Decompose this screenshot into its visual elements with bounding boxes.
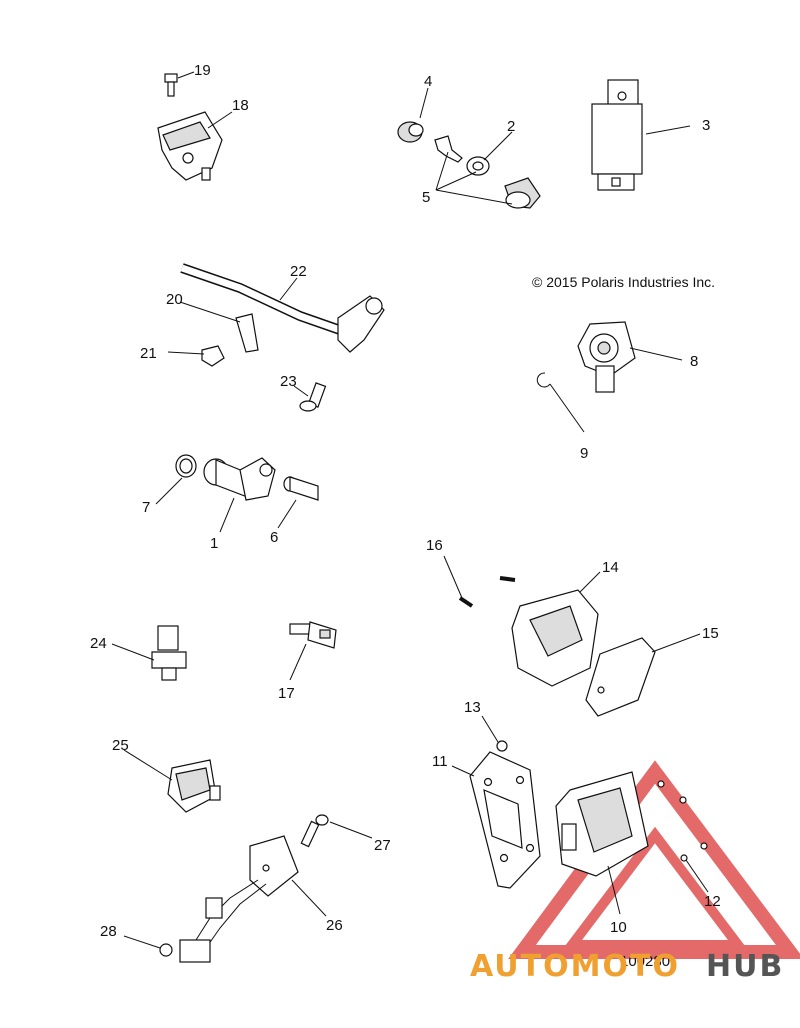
- part-1-cam-sensor: [203, 457, 276, 501]
- callout-28: 28: [100, 923, 117, 940]
- callout-24: 24: [90, 635, 107, 652]
- callout-9: 9: [580, 445, 588, 462]
- part-16-bolts: [458, 576, 516, 608]
- part-5-terminal: [434, 135, 463, 163]
- callout-18: 18: [232, 97, 249, 114]
- callout-7: 7: [142, 499, 150, 516]
- part-6-bushing: [283, 476, 319, 501]
- callout-12: 12: [704, 893, 721, 910]
- callout-15: 15: [702, 625, 719, 642]
- callout-21: 21: [140, 345, 157, 362]
- callout-11: 11: [432, 753, 448, 770]
- callout-10: 10: [610, 919, 627, 936]
- part-4-cap: [397, 121, 424, 143]
- figure-id: 100280: [620, 953, 670, 970]
- callout-8: 8: [690, 353, 698, 370]
- part-7-oring: [175, 454, 197, 478]
- callout-19: 19: [194, 62, 211, 79]
- callout-16: 16: [426, 537, 443, 554]
- callout-20: 20: [166, 291, 183, 308]
- callout-27: 27: [374, 837, 391, 854]
- part-12-screws: [657, 780, 708, 862]
- part-28-nut: [159, 943, 173, 957]
- part-14-ecu-bracket: [511, 589, 599, 687]
- callout-5: 5: [422, 189, 430, 206]
- callout-1: 1: [210, 535, 218, 552]
- callout-23: 23: [280, 373, 297, 390]
- callout-26: 26: [326, 917, 343, 934]
- callout-6: 6: [270, 529, 278, 546]
- part-3-relay: [591, 79, 643, 191]
- part-11-bracket: [469, 751, 541, 889]
- part-17-temp-sensor: [289, 621, 337, 649]
- part-25-switch: [167, 759, 221, 813]
- callout-17: 17: [278, 685, 295, 702]
- watermark-logo: AUTOMOTO HUB: [470, 949, 784, 984]
- callout-14: 14: [602, 559, 619, 576]
- part-10-ecu: [555, 771, 649, 877]
- watermark-text-auto: AUTOMOTO: [470, 949, 680, 984]
- part-21-nut: [201, 345, 225, 367]
- callout-13: 13: [464, 699, 481, 716]
- copyright-notice: © 2015 Polaris Industries Inc.: [532, 274, 715, 290]
- watermark-text-hub: HUB: [706, 949, 784, 984]
- part-2-nut: [466, 156, 490, 176]
- callout-22: 22: [290, 263, 307, 280]
- part-24-pressure-switch: [151, 625, 187, 681]
- callout-3: 3: [702, 117, 710, 134]
- part-22-speed-sensor: [180, 263, 385, 353]
- callout-labels: 19 18 4 2 3 5 22 20 21 23 8 9 7 1 6 16 1…: [90, 62, 721, 940]
- part-26-module: [179, 835, 299, 963]
- part-18-map-sensor: [157, 111, 223, 181]
- leader-lines: [111, 71, 709, 949]
- part-20-clip: [235, 313, 259, 353]
- part-13-bolt: [496, 740, 508, 752]
- part-9-clip: [536, 372, 551, 388]
- callout-2: 2: [507, 118, 515, 135]
- callout-25: 25: [112, 737, 129, 754]
- part-15-gasket: [585, 637, 656, 717]
- part-8-knock-sensor: [577, 321, 636, 393]
- callout-4: 4: [424, 73, 432, 90]
- part-19-bolt: [164, 73, 178, 97]
- part-23-bolt: [299, 382, 327, 412]
- part-27-bolt: [300, 814, 329, 848]
